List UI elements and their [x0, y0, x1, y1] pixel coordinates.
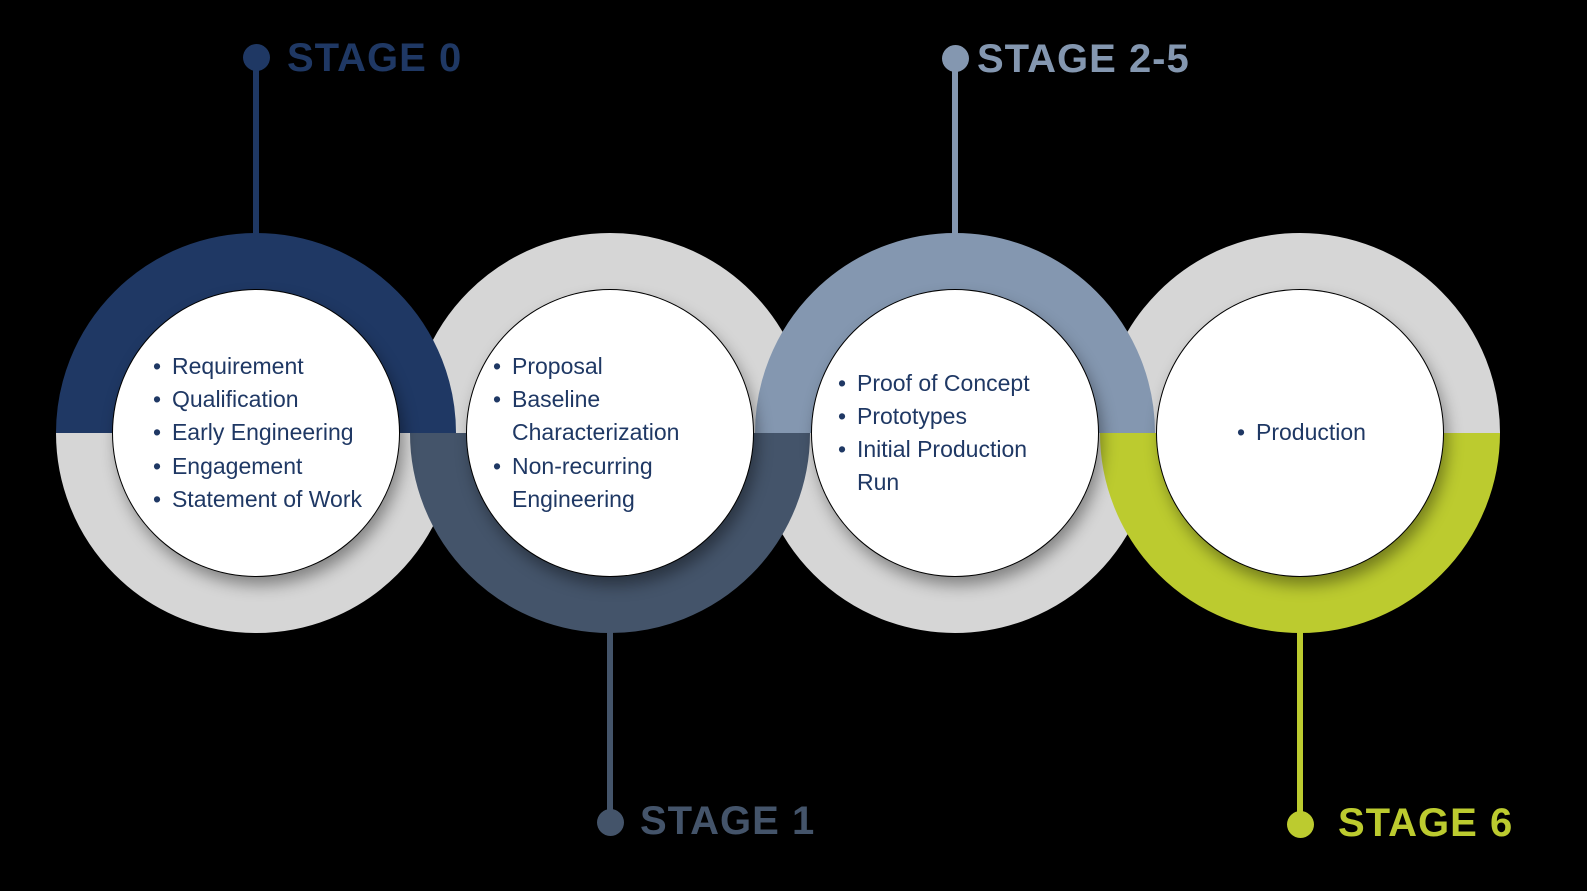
list-item: Proposal — [490, 350, 730, 383]
stage-6-ring: Production — [1100, 233, 1500, 633]
stage-2-5-content-circle: Proof of Concept Prototypes Initial Prod… — [812, 290, 1098, 576]
stage-0-marker-dot — [243, 44, 270, 71]
stage-0-label: STAGE 0 — [287, 36, 463, 80]
stage-1-connector-line — [607, 610, 613, 822]
list-item: Engagement — [150, 450, 362, 483]
list-item: Non-recurring Engineering — [490, 450, 730, 516]
stage-6-label: STAGE 6 — [1338, 801, 1514, 845]
stage-2-5-ring: Proof of Concept Prototypes Initial Prod… — [755, 233, 1155, 633]
stage-6-item-list: Production — [1234, 416, 1366, 449]
stage-6-marker-dot — [1287, 811, 1314, 838]
stage-1-item-list: Proposal Baseline Characterization Non-r… — [490, 350, 730, 516]
list-item: Requirement — [150, 350, 362, 383]
stage-1-ring: Proposal Baseline Characterization Non-r… — [410, 233, 810, 633]
list-item: Production — [1234, 416, 1366, 449]
list-item: Qualification — [150, 383, 362, 416]
stage-0-ring: Requirement Qualification Early Engineer… — [56, 233, 456, 633]
list-item: Initial Production Run — [835, 433, 1075, 499]
stage-6-content-circle: Production — [1157, 290, 1443, 576]
list-item: Statement of Work — [150, 483, 362, 516]
stage-0-connector-line — [253, 57, 259, 257]
stage-2-5-marker-dot — [942, 45, 969, 72]
stage-2-5-item-list: Proof of Concept Prototypes Initial Prod… — [835, 367, 1075, 499]
stage-2-5-label: STAGE 2-5 — [977, 37, 1190, 81]
stage-2-5-connector-line — [952, 58, 958, 258]
list-item: Proof of Concept — [835, 367, 1075, 400]
stage-0-item-list: Requirement Qualification Early Engineer… — [150, 350, 362, 516]
list-item: Prototypes — [835, 400, 1075, 433]
stage-0-content-circle: Requirement Qualification Early Engineer… — [113, 290, 399, 576]
stage-1-content-circle: Proposal Baseline Characterization Non-r… — [467, 290, 753, 576]
stage-1-label: STAGE 1 — [640, 799, 816, 843]
list-item: Early Engineering — [150, 416, 362, 449]
list-item: Baseline Characterization — [490, 383, 730, 449]
stage-6-connector-line — [1297, 612, 1303, 824]
stage-1-marker-dot — [597, 809, 624, 836]
